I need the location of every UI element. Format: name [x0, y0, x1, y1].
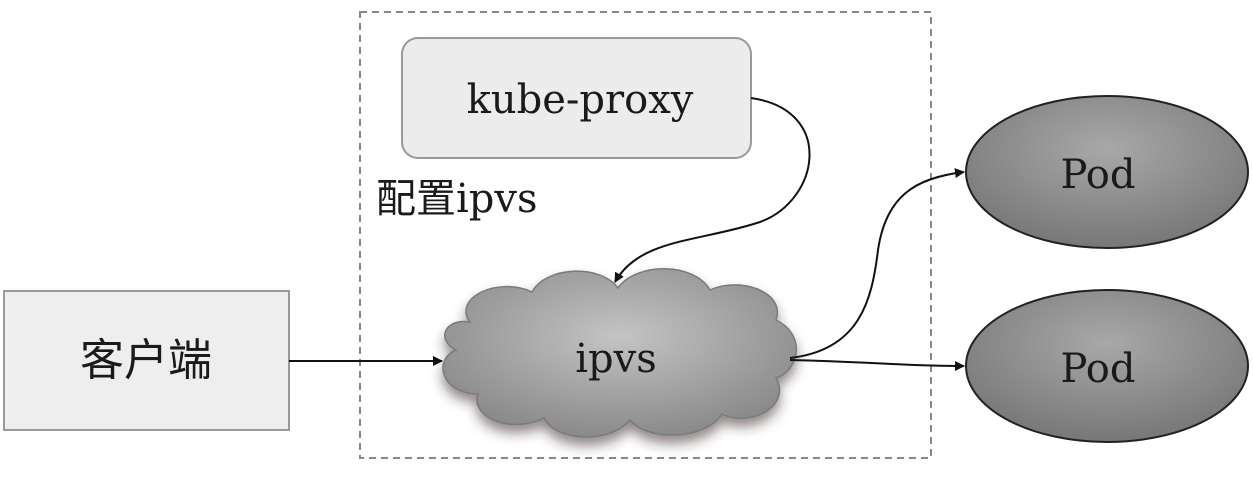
client-label: 客户端	[80, 335, 212, 386]
kube-proxy-label: kube-proxy	[467, 77, 694, 123]
config-ipvs-label: 配置ipvs	[376, 176, 538, 222]
ipvs-cloud	[442, 268, 797, 438]
pod-top-label: Pod	[1061, 152, 1136, 198]
kube-proxy-box: kube-proxy	[401, 37, 752, 159]
arrow-ipvs-to-pod-bottom	[789, 359, 965, 371]
pod-bottom-label: Pod	[1061, 346, 1136, 392]
ipvs-label: ipvs	[575, 336, 657, 382]
client-box: 客户端	[3, 290, 290, 431]
pod-bottom: Pod	[965, 289, 1249, 443]
pod-top: Pod	[965, 95, 1249, 249]
arrow-kube-proxy-to-ipvs	[614, 97, 811, 283]
node-boundary	[359, 11, 932, 459]
arrow-ipvs-to-pod-top	[789, 168, 965, 359]
